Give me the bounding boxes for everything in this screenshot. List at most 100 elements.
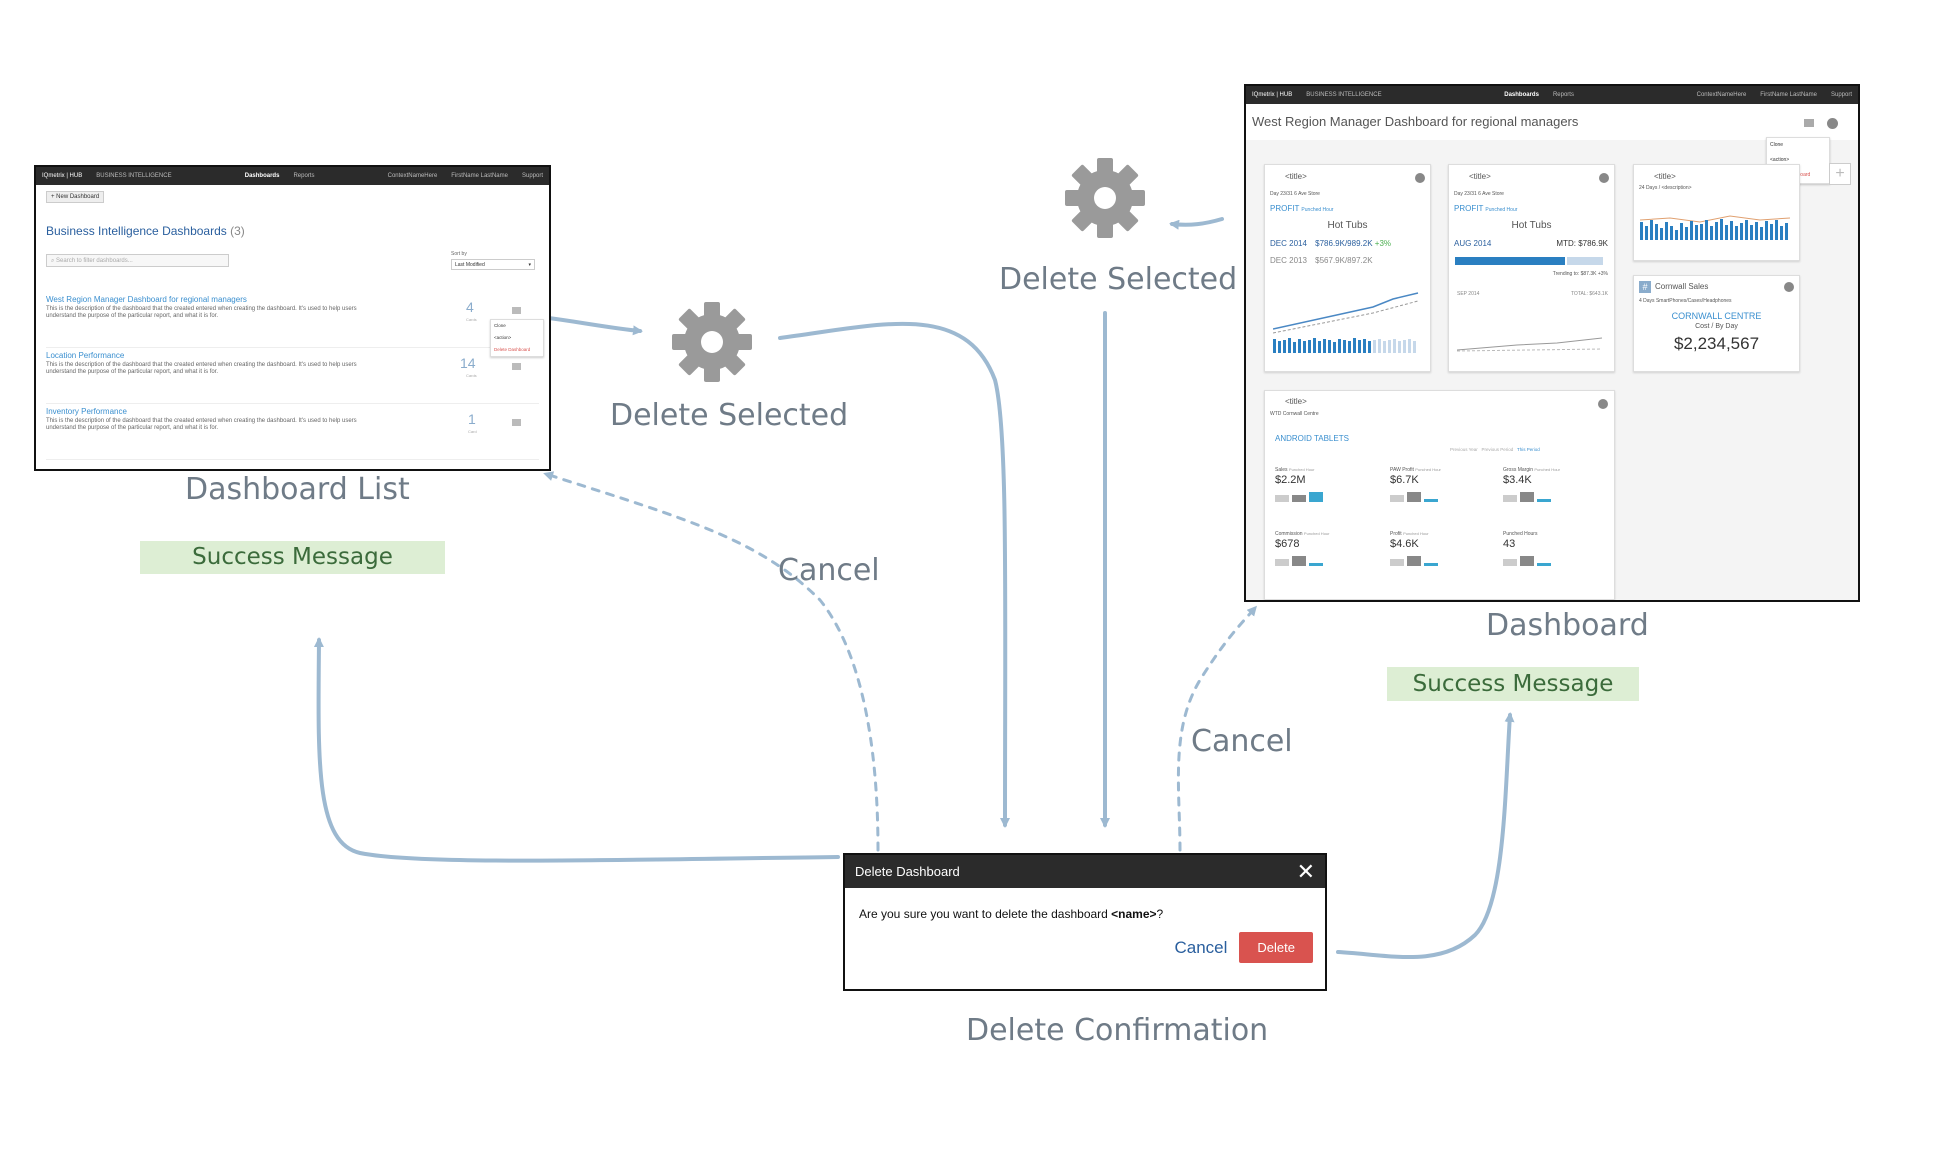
label-cancel-right: Cancel xyxy=(1191,724,1293,759)
nav-dashboards[interactable]: Dashboards xyxy=(244,173,280,179)
gear-icon[interactable] xyxy=(1415,173,1425,183)
top-nav-bar: IQmetrix | HUB BUSINESS INTELLIGENCE Das… xyxy=(1246,86,1858,104)
value-current: MTD: $786.9K xyxy=(1556,239,1608,248)
menu-item-action[interactable]: <action> xyxy=(494,335,512,340)
menu-icon[interactable] xyxy=(512,419,521,426)
card-count-label: Cards xyxy=(466,373,477,378)
dashboard-name-link[interactable]: West Region Manager Dashboard for region… xyxy=(46,295,247,304)
list-item[interactable]: Location Performance This is the descrip… xyxy=(46,351,539,404)
menu-item-action[interactable]: <action> xyxy=(1770,157,1790,163)
label-delete-selected-left: Delete Selected xyxy=(610,398,849,433)
dashboard-description: This is the description of the dashboard… xyxy=(46,306,357,319)
arrow-dialog-to-list-success xyxy=(313,637,840,863)
nav-context[interactable]: ContextNameHere xyxy=(387,173,438,179)
card-metric: PROFIT xyxy=(1270,204,1300,213)
card-product: Hot Tubs xyxy=(1327,220,1368,231)
gear-icon[interactable] xyxy=(1598,399,1608,409)
metric-label: PAW Profit xyxy=(1390,467,1414,473)
dashboard-list-screenshot: IQmetrix | HUB BUSINESS INTELLIGENCE Das… xyxy=(34,165,551,471)
delete-button[interactable]: Delete xyxy=(1239,932,1313,963)
value-previous: $567.9K/897.2K xyxy=(1315,256,1373,265)
nav-reports[interactable]: Reports xyxy=(1552,92,1574,98)
metric-label: Commission xyxy=(1275,531,1303,537)
add-card-button[interactable]: + xyxy=(1829,163,1851,185)
arrow-dashboard-to-delete-selected xyxy=(1169,217,1224,230)
gear-icon[interactable] xyxy=(1827,118,1838,129)
trend-chart xyxy=(1273,292,1419,353)
nav-support[interactable]: Support xyxy=(1830,92,1852,98)
metric-label: Profit xyxy=(1390,531,1402,537)
metric-tile: Punched Hours 43 xyxy=(1503,531,1603,571)
nav-support[interactable]: Support xyxy=(521,173,543,179)
card-heading: ANDROID TABLETS xyxy=(1275,434,1349,443)
nav-dashboards[interactable]: Dashboards xyxy=(1504,92,1539,98)
nav-user[interactable]: FirstName LastName xyxy=(1760,92,1817,98)
list-item[interactable]: Inventory Performance This is the descri… xyxy=(46,407,539,460)
search-input[interactable]: ⌕ Search to filter dashboards... xyxy=(46,254,229,267)
cancel-arrow-to-list xyxy=(543,471,880,852)
period-previous: DEC 2013 xyxy=(1270,256,1307,265)
nav-context[interactable]: ContextNameHere xyxy=(1696,92,1747,98)
dashboard-name-link[interactable]: Inventory Performance xyxy=(46,407,127,416)
arrow-dialog-to-dashboard-success xyxy=(1336,712,1515,960)
search-placeholder: Search to filter dashboards... xyxy=(56,258,133,264)
metric-tile: Commission Punched Hour $678 xyxy=(1275,531,1375,571)
gear-icon[interactable] xyxy=(1599,173,1609,183)
card-count: 4 xyxy=(466,299,474,315)
row-menu: Clone <action> Delete Dashboard xyxy=(490,319,544,357)
metric-value: $678 xyxy=(1275,538,1300,550)
dashboard-screenshot: IQmetrix | HUB BUSINESS INTELLIGENCE Das… xyxy=(1244,84,1860,602)
menu-item-clone[interactable]: Clone xyxy=(1770,142,1784,148)
card-product: Hot Tubs xyxy=(1511,220,1552,231)
dashboard-name-link[interactable]: Location Performance xyxy=(46,351,125,360)
metric-tile: Profit Punched Hour $4.6K xyxy=(1390,531,1490,571)
list-item[interactable]: West Region Manager Dashboard for region… xyxy=(46,295,539,348)
menu-icon[interactable] xyxy=(512,363,521,370)
page-title: Business Intelligence Dashboards xyxy=(46,224,227,238)
dashboard-description: This is the description of the dashboard… xyxy=(46,362,357,375)
menu-icon[interactable] xyxy=(1804,119,1814,127)
arrow-delete-selected-to-dialog xyxy=(778,321,1011,828)
metric-sub: Punched Hour xyxy=(1288,467,1315,472)
bar-chart xyxy=(1640,215,1791,240)
dialog-header: Delete Dashboard ✕ xyxy=(845,855,1325,888)
legend-item: Previous Period xyxy=(1481,447,1514,452)
trend-text: Trending to: $87.3K +3% xyxy=(1552,271,1608,277)
card-subtitle: WTD Cornwall Centre xyxy=(1270,411,1319,417)
new-dashboard-button[interactable]: + New Dashboard xyxy=(46,191,105,203)
card-count-label: Cards xyxy=(466,317,477,322)
success-message-list: Success Message xyxy=(140,541,445,574)
metric-value: $3.4K xyxy=(1503,474,1532,486)
menu-item-clone[interactable]: Clone xyxy=(494,323,506,328)
legend-item: This Period xyxy=(1517,447,1540,452)
metric-tile: Gross Margin Punched Hour $3.4K xyxy=(1503,467,1603,507)
metric-sub: Punched Hour xyxy=(1415,467,1441,472)
card-subtitle: 4 Days SmartPhones/Cases/Headphones xyxy=(1639,298,1732,304)
hash-icon: # xyxy=(1639,281,1651,293)
cancel-button[interactable]: Cancel xyxy=(1174,937,1228,957)
sort-select[interactable]: Last Modified▾ xyxy=(451,259,535,270)
label-cancel-left: Cancel xyxy=(778,553,880,588)
nav-user[interactable]: FirstName LastName xyxy=(451,173,508,179)
label-dashboard-list: Dashboard List xyxy=(185,472,410,507)
card-title: <title> xyxy=(1285,397,1307,406)
brand-logo: IQmetrix | HUB xyxy=(1252,92,1293,98)
metric-label: Punched Hours xyxy=(1503,531,1538,537)
card-count-label: Card xyxy=(468,429,477,434)
metric-sub: Punched Hour xyxy=(1403,531,1429,536)
period-current: DEC 2014 xyxy=(1270,239,1307,248)
metric-value: $4.6K xyxy=(1390,538,1419,550)
progress-bar-chart xyxy=(1455,257,1603,265)
dialog-message-name: <name> xyxy=(1111,907,1157,921)
nav-reports[interactable]: Reports xyxy=(293,173,315,179)
menu-item-delete[interactable]: Delete Dashboard xyxy=(494,347,531,352)
menu-icon[interactable] xyxy=(512,307,521,314)
section-name: BUSINESS INTELLIGENCE xyxy=(96,173,172,179)
card-subtitle: Day 23/31 6 Ave Store xyxy=(1270,191,1320,197)
legend-item: Previous Year xyxy=(1450,447,1478,452)
gear-icon[interactable] xyxy=(1784,282,1794,292)
dialog-message-prefix: Are you sure you want to delete the dash… xyxy=(859,907,1112,921)
sort-value: Last Modified xyxy=(455,262,485,268)
close-icon[interactable]: ✕ xyxy=(1296,858,1315,884)
